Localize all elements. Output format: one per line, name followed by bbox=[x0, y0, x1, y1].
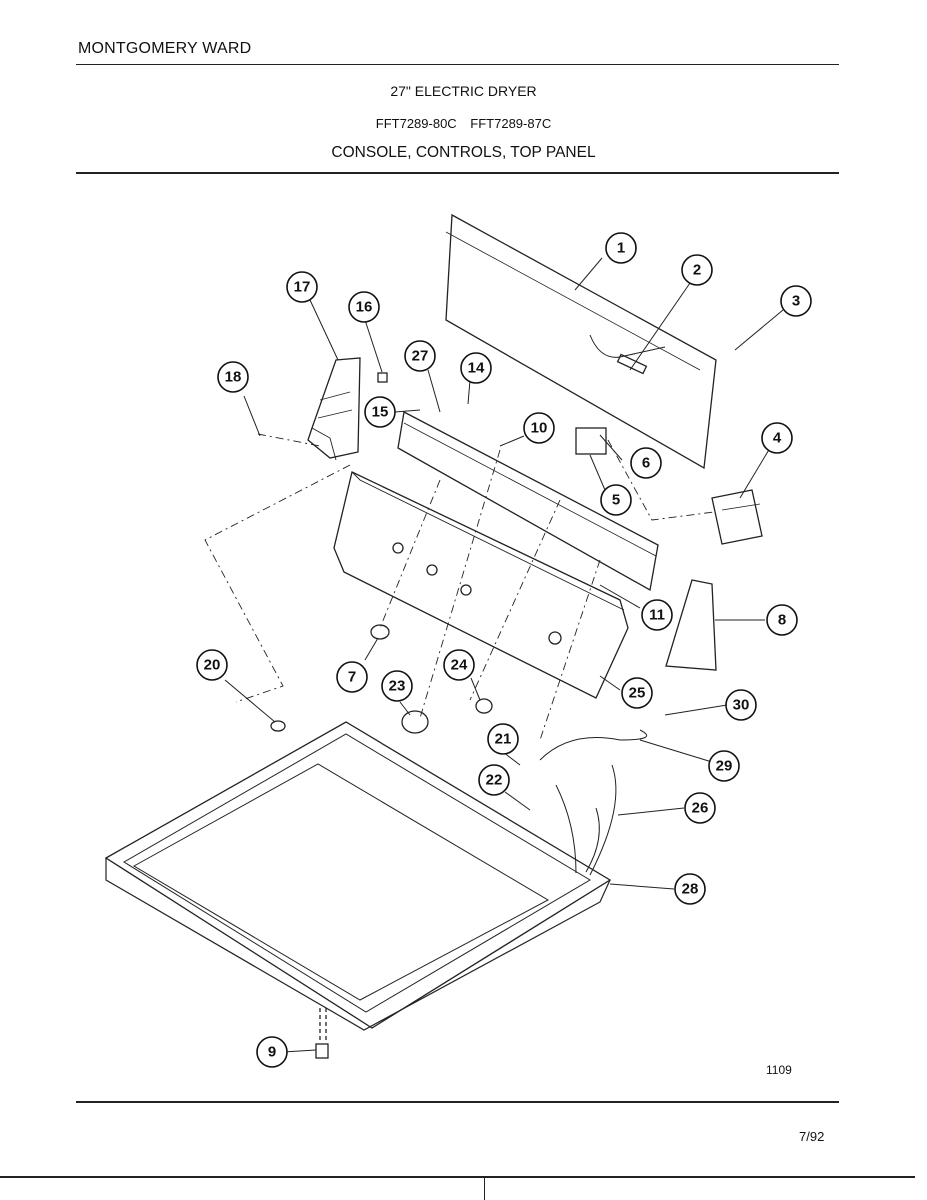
callout-2: 2 bbox=[693, 262, 701, 279]
callout-bubbles bbox=[196, 232, 812, 1068]
page-bottom-tick bbox=[484, 1178, 485, 1200]
callout-18: 18 bbox=[225, 369, 242, 386]
header-rule-top bbox=[76, 64, 839, 65]
end-cap-right-part bbox=[665, 579, 717, 671]
callout-11: 11 bbox=[649, 607, 665, 624]
callout-22: 22 bbox=[486, 772, 503, 789]
callout-28: 28 bbox=[682, 881, 699, 898]
product-title: 27" ELECTRIC DRYER bbox=[390, 83, 537, 99]
timer-part bbox=[711, 489, 763, 545]
rear-panel-part bbox=[445, 213, 717, 470]
callout-27: 27 bbox=[412, 348, 429, 365]
revision-date: 7/92 bbox=[799, 1129, 825, 1144]
console-part bbox=[333, 471, 629, 699]
callout-6: 6 bbox=[642, 455, 650, 472]
header-rule-bottom bbox=[76, 172, 839, 174]
callout-17: 17 bbox=[294, 279, 311, 296]
callout-21: 21 bbox=[495, 731, 512, 748]
callout-4: 4 bbox=[773, 430, 782, 447]
callout-25: 25 bbox=[629, 685, 646, 702]
callout-8: 8 bbox=[778, 612, 786, 629]
section-title: CONSOLE, CONTROLS, TOP PANEL bbox=[331, 144, 596, 161]
footer-rule bbox=[76, 1101, 839, 1103]
callout-3: 3 bbox=[792, 293, 800, 310]
callout-7: 7 bbox=[348, 669, 356, 686]
page-bottom-rule bbox=[0, 1176, 915, 1178]
end-cap-left-part bbox=[307, 357, 361, 459]
callout-26: 26 bbox=[692, 800, 709, 817]
figure-number: 1109 bbox=[766, 1063, 792, 1077]
callout-14: 14 bbox=[468, 360, 485, 377]
callout-15: 15 bbox=[372, 404, 389, 421]
brand-name: MONTGOMERY WARD bbox=[78, 40, 252, 57]
callout-29: 29 bbox=[716, 758, 733, 775]
callout-23: 23 bbox=[389, 678, 406, 695]
callout-9: 9 bbox=[268, 1044, 276, 1061]
callout-10: 10 bbox=[531, 420, 548, 437]
callout-24: 24 bbox=[451, 657, 468, 674]
top-panel-part bbox=[104, 721, 612, 1029]
model-numbers: FFT7289-80C FFT7289-87C bbox=[375, 116, 552, 131]
control-bracket-part bbox=[397, 411, 659, 592]
callout-30: 30 bbox=[733, 697, 750, 714]
callout-5: 5 bbox=[612, 492, 620, 509]
callout-16: 16 bbox=[356, 299, 373, 316]
callout-1: 1 bbox=[617, 240, 625, 257]
callout-20: 20 bbox=[204, 657, 221, 674]
